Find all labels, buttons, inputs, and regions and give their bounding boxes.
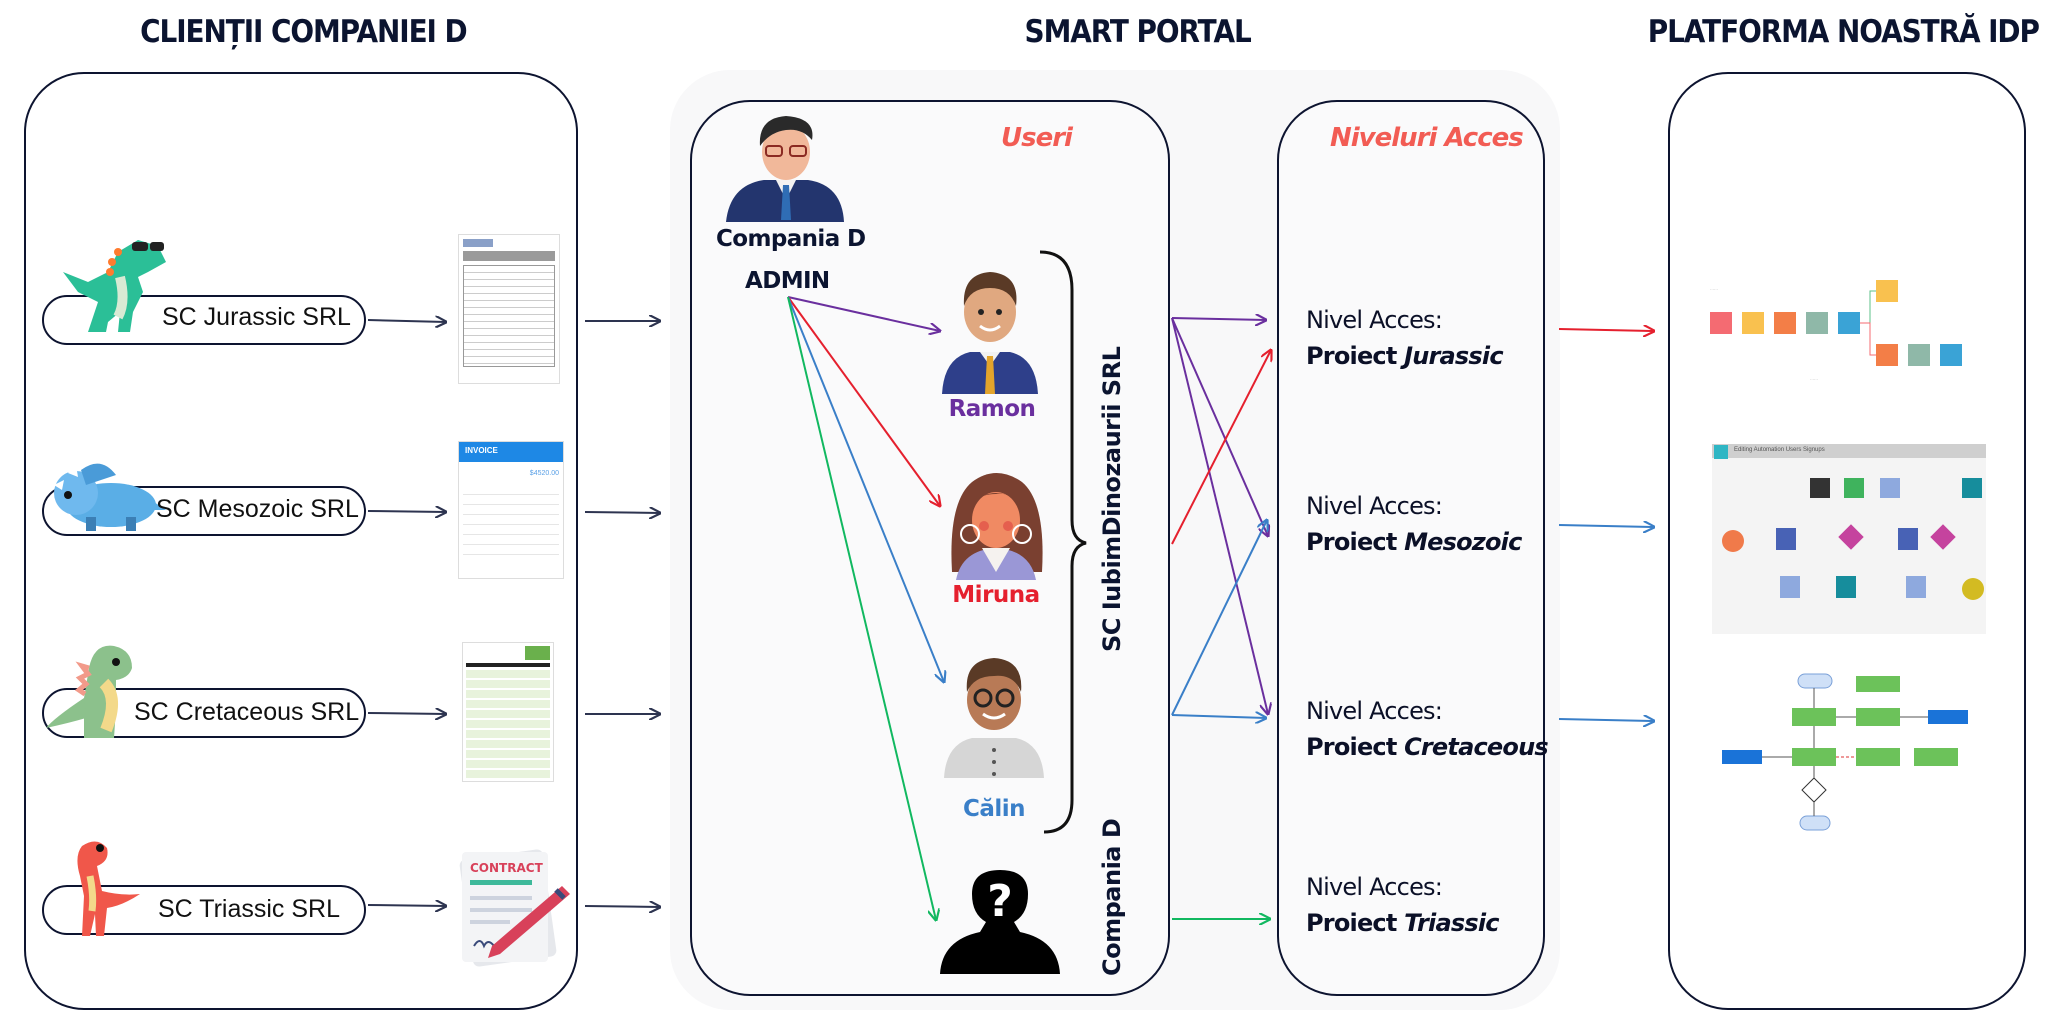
contract-title: CONTRACT xyxy=(470,861,544,875)
heading-smart-portal: SMART PORTAL xyxy=(1024,14,1252,50)
access-level-item[interactable]: Nivel Acces: Proiect Mesozoic xyxy=(1306,488,1522,560)
project-prefix: Proiect xyxy=(1306,909,1405,937)
access-level-label: Nivel Acces: xyxy=(1306,697,1443,725)
client-name: SC Mesozoic SRL xyxy=(156,495,359,523)
access-level-item[interactable]: Nivel Acces: Proiect Cretaceous xyxy=(1306,693,1549,765)
blue-triceratops-icon xyxy=(54,463,166,531)
admin-avatar xyxy=(726,116,844,222)
heading-platform: PLATFORMA NOASTRĂ IDP xyxy=(1647,14,2040,50)
client-name: SC Jurassic SRL xyxy=(162,303,351,331)
user-name-calin: Călin xyxy=(962,796,1026,822)
admin-company: Compania D xyxy=(716,226,866,252)
automation-signup-workflow[interactable]: Editing Automation Users Signups xyxy=(1712,444,1986,634)
users-title: Useri xyxy=(1001,123,1073,153)
project-name: Cretaceous xyxy=(1404,733,1549,761)
access-level-label: Nivel Acces: xyxy=(1306,306,1443,334)
arrow xyxy=(1558,329,1654,331)
green-dino-icon xyxy=(46,645,132,738)
platform-panel xyxy=(1668,72,2026,1010)
workflow-header: Editing Automation Users Signups xyxy=(1712,444,1986,458)
access-level-item[interactable]: Nivel Acces: Proiect Jurassic xyxy=(1306,302,1504,374)
invoice-title: INVOICE xyxy=(459,442,563,462)
client-name: SC Triassic SRL xyxy=(158,895,340,923)
project-name: Mesozoic xyxy=(1404,528,1522,556)
arrow xyxy=(584,906,660,907)
client-company-group-label: SC IubimDinozaurii SRL xyxy=(1098,346,1126,652)
arrow xyxy=(1558,525,1654,527)
unknown-user-silhouette-icon[interactable]: ? xyxy=(938,866,1062,976)
project-prefix: Proiect xyxy=(1306,342,1405,370)
access-level-label: Nivel Acces: xyxy=(1306,873,1443,901)
svg-text:……: …… xyxy=(1810,376,1818,381)
client-name: SC Cretaceous SRL xyxy=(134,698,360,726)
user-name-ramon: Ramon xyxy=(948,396,1036,422)
clients-panel xyxy=(24,72,578,1010)
ramon-avatar[interactable] xyxy=(940,266,1040,396)
invoice-doc[interactable]: INVOICE $4520.00 xyxy=(458,441,564,579)
svg-text:?: ? xyxy=(987,876,1013,927)
red-trex-icon xyxy=(77,841,140,936)
arrow xyxy=(1558,719,1654,721)
access-levels-panel xyxy=(1277,100,1545,996)
invoice-amount: $4520.00 xyxy=(529,470,559,477)
project-prefix: Proiect xyxy=(1306,733,1405,761)
user-name-miruna: Miruna xyxy=(952,582,1040,608)
miruna-avatar[interactable] xyxy=(942,462,1050,582)
green-trex-sunglasses-icon xyxy=(63,240,166,332)
access-level-label: Nivel Acces: xyxy=(1306,492,1443,520)
project-name: Jurassic xyxy=(1404,342,1503,370)
access-level-item[interactable]: Nivel Acces: Proiect Triassic xyxy=(1306,869,1499,941)
transportation-checklist-doc[interactable] xyxy=(458,234,560,384)
own-company-group-label: Compania D xyxy=(1098,818,1126,976)
access-levels-title: Niveluri Acces xyxy=(1330,123,1524,153)
admin-role: ADMIN xyxy=(745,268,830,294)
heading-clients: CLIENȚII COMPANIEI D xyxy=(140,14,468,50)
email-automation-workflow[interactable]: …… …… xyxy=(1700,270,2000,410)
project-name: Triassic xyxy=(1404,909,1499,937)
project-prefix: Proiect xyxy=(1306,528,1405,556)
contract-doc[interactable]: CONTRACT xyxy=(452,846,576,970)
level-to-platform-arrows xyxy=(1558,329,1654,721)
arrow xyxy=(584,512,660,513)
document-to-portal-arrows xyxy=(584,321,660,907)
vehicle-registration-form-doc[interactable] xyxy=(462,642,554,782)
svg-text:……: …… xyxy=(1710,286,1718,291)
calin-avatar[interactable] xyxy=(942,650,1046,780)
azure-ad-query-flow[interactable] xyxy=(1718,668,1988,838)
